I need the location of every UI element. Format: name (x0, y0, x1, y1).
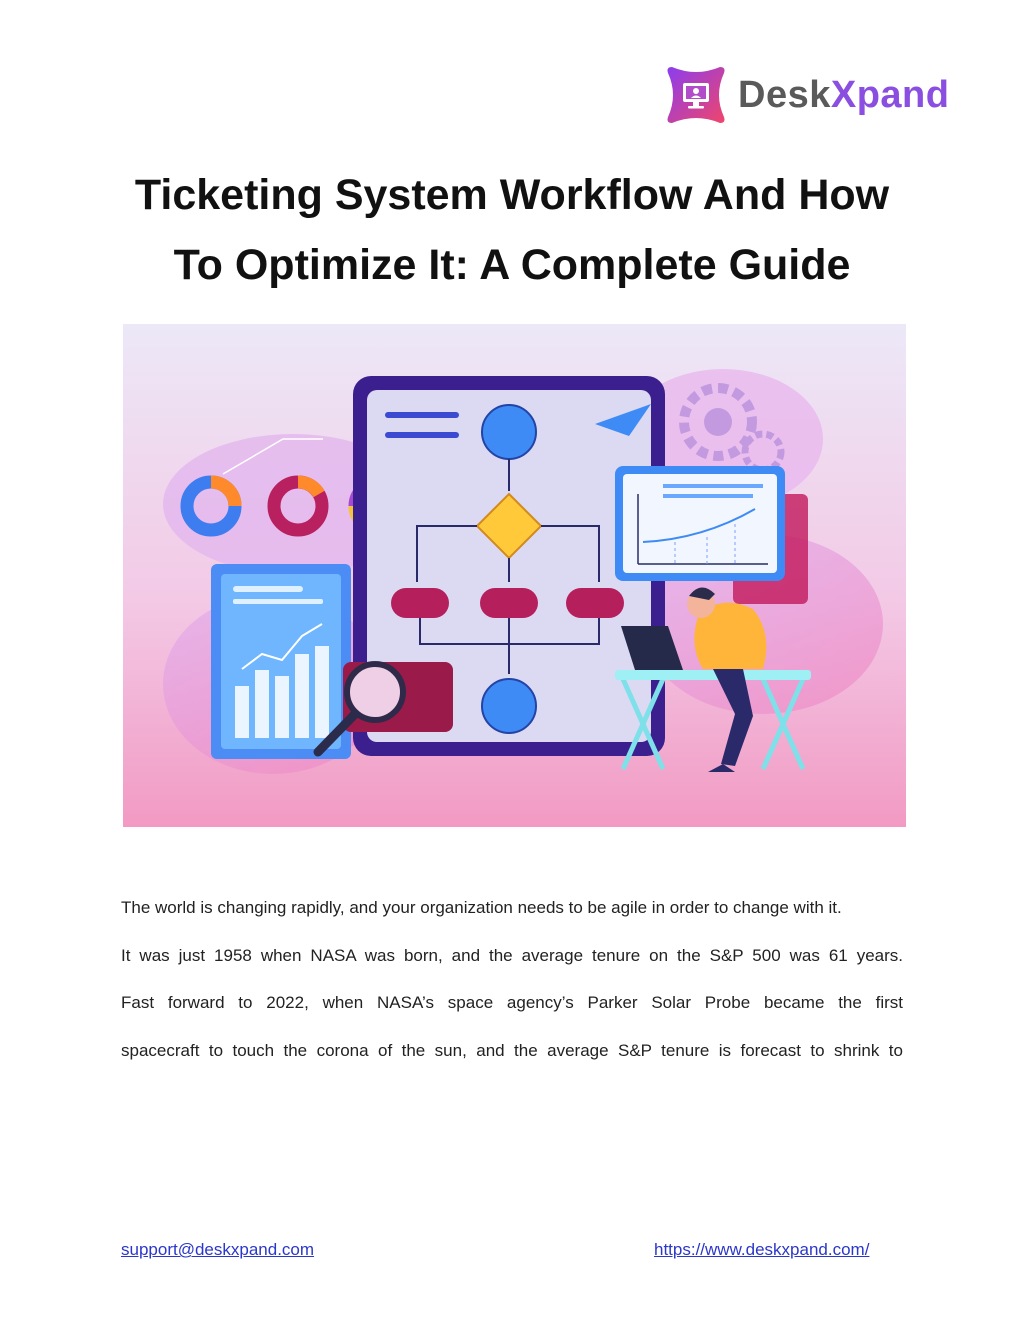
title-line-1: Ticketing System Workflow And How (134, 171, 890, 219)
ticket-magnifier (313, 661, 453, 757)
brand-name: DeskXpand (738, 74, 949, 117)
paragraph-line-3: Fast forward to 2022, when NASA’s space … (121, 993, 903, 1013)
workflow-illustration (123, 324, 906, 827)
page-title: Ticketing System Workflow And How To Opt… (100, 160, 924, 300)
website-link[interactable]: https://www.deskxpand.com/ (654, 1240, 870, 1259)
person-at-desk (615, 587, 811, 772)
growth-chart-monitor (615, 466, 808, 604)
bar-chart-document (211, 564, 351, 759)
gear-icons (679, 383, 785, 474)
flowchart-tablet (353, 376, 665, 756)
brand-name-part1: Desk (738, 73, 831, 116)
support-email-link[interactable]: support@deskxpand.com (121, 1240, 315, 1259)
paragraph-line-2: It was just 1958 when NASA was born, and… (121, 945, 903, 965)
brand-logo: DeskXpand (664, 60, 954, 130)
intro-paragraph: The world is changing rapidly, and your … (121, 884, 903, 1074)
brand-name-part2: Xpand (830, 73, 950, 116)
title-line-2: To Optimize It: A Complete Guide (173, 241, 851, 289)
monitor-user-icon (667, 67, 725, 123)
paragraph-line-4: spacecraft to touch the corona of the su… (121, 1040, 903, 1060)
paragraph-line-1: The world is changing rapidly, and your … (121, 898, 842, 917)
